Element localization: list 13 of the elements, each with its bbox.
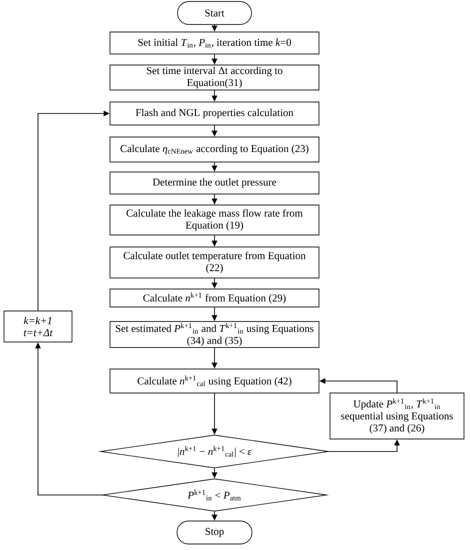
process-box: Calculate outlet temperature from Equation (22): [110, 246, 320, 278]
terminal-box: Start: [177, 1, 252, 25]
process-box: Set estimated P$^{k+1}$$_{in}$ and T$^{k+1}$$_{in}$ using Equations (34) and (35): [110, 321, 320, 348]
terminal-box: Stop: [176, 520, 252, 544]
process-box: Flash and NGL properties calculation: [110, 102, 320, 126]
process-box: Calculate n$^{k+1}$ from Equation (29): [110, 288, 320, 308]
process-box: Calculate η$_{cNEnew}$ according to Equation (23): [110, 136, 320, 162]
process-box: Calculate n$^{k+1}$$_{cal}$ using Equation (42): [110, 368, 320, 394]
process-box: Calculate the leakage mass flow rate from Equation (19): [110, 204, 320, 236]
process-box: Determine the outlet pressure: [110, 172, 320, 194]
process-box: Set initial T$_{in}$, P$_{in}$, iteration time k=0: [110, 32, 320, 54]
process-box: Set time interval Δt according to Equation(31): [110, 64, 320, 90]
process-box: k=k+1 t=t+Δt: [4, 310, 72, 342]
